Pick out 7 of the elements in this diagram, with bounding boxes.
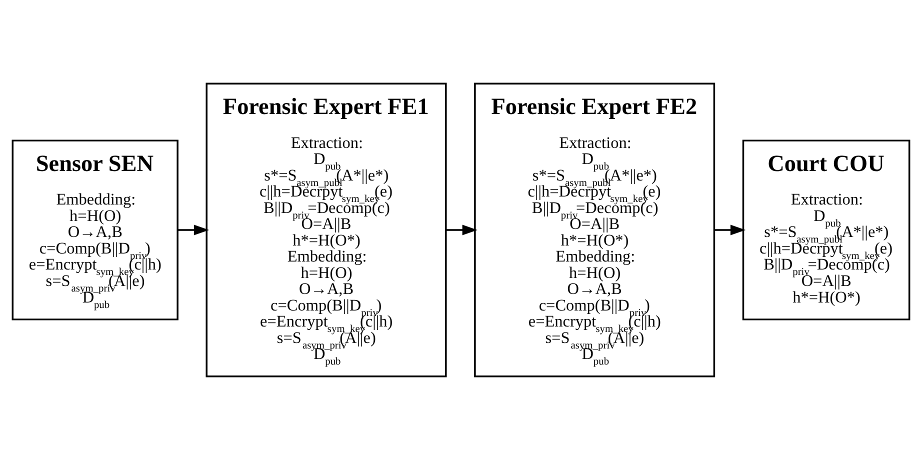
node-box: Forensic Expert FE1 Extraction: D$_{pub}$ s*=S$_{asym_publ}$(A*||e*) c||h=Decrpyt$_{sym_key}$(e) B||D$_{priv}$=Decomp(c) O=A||B h*=H(O*) Embedding: h=H(O) O→A,B c=Comp(B||D$_{priv}$) e=Encrypt$_{sym_key}$(c||h) s=S$_{asym_priv}$(A||e) D$_{pub}$	[206, 82, 447, 378]
node-box: Forensic Expert FE2 Extraction: D$_{pub}$ s*=S$_{asym_publ}$(A*||e*) c||h=Decrpyt$_{sym_key}$(e) B||D$_{priv}$=Decomp(c) O=A||B h*=H(O*) Embedding: h=H(O) O→A,B c=Comp(B||D$_{priv}$) e=Encrypt$_{sym_key}$(c||h) s=S$_{asym_priv}$(A||e) D$_{pub}$	[474, 82, 716, 378]
arrow	[178, 224, 210, 236]
arrow	[714, 224, 746, 236]
arrow	[446, 224, 478, 236]
node-box: Sensor SEN Embedding: h=H(O) O→A,B c=Comp(B||D$_{priv}$) e=Encrypt$_{sym_key}$(c||h) s=S$_{asym_priv}$(A||e) D$_{pub}$	[12, 140, 178, 320]
node-box: Court COU Extraction: D$_{pub}$ s*=S$_{asym_publ}$(A*||e*) c||h=Decrpyt$_{sym_key}$(e) B||D$_{priv}$=Decomp(c) O=A||B h*=H(O*)	[742, 140, 910, 320]
